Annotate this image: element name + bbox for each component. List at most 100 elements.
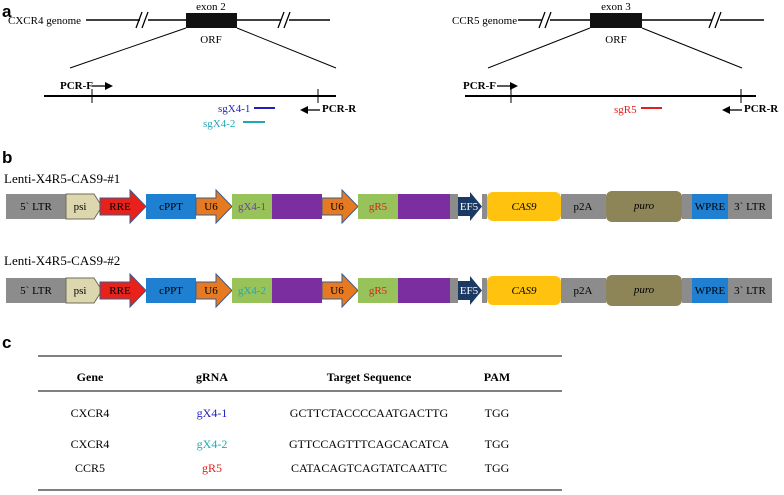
header-gene: Gene xyxy=(77,370,104,384)
cell-pam: TGG xyxy=(485,437,510,451)
ccr5-orf-label: ORF xyxy=(605,34,626,46)
construct-title: Lenti-X4R5-CAS9-#1 xyxy=(4,171,120,186)
zoom-line-left xyxy=(487,27,591,69)
u6-label-2: U6 xyxy=(330,285,344,297)
u6-arrow-2 xyxy=(321,272,359,309)
ltr-5-label: 5` LTR xyxy=(20,285,52,297)
cppt-box xyxy=(146,278,196,303)
puro-box xyxy=(606,191,682,222)
spacer-box xyxy=(482,278,487,303)
gr5-label: gR5 xyxy=(369,285,388,297)
genome-break-right xyxy=(708,11,722,29)
u6-arrow-2 xyxy=(321,188,359,225)
cell-gene: CXCR4 xyxy=(71,406,110,420)
puro-label: puro xyxy=(633,200,655,212)
pcr-r-arrow xyxy=(300,106,320,114)
wpre-box xyxy=(692,278,728,303)
table-row: CCR5 gR5 CATACAGTCAGTATCAATTC TGG xyxy=(75,461,510,475)
pcr-r-label: PCR-R xyxy=(322,103,357,115)
u6-arrow-1 xyxy=(195,272,233,309)
cell-target: GTTCCAGTTTCAGCACATCA xyxy=(289,437,449,451)
scaffold-box-2 xyxy=(398,278,450,303)
ltr-3-box xyxy=(728,278,772,303)
cxcr4-exon-label: exon 2 xyxy=(196,1,226,13)
ef5-label: EF5 xyxy=(460,285,479,297)
cell-gene: CCR5 xyxy=(75,461,105,475)
cell-pam: TGG xyxy=(485,406,510,420)
p2a-label: p2A xyxy=(574,285,593,297)
genome-break-right xyxy=(277,11,291,29)
ltr-3-box xyxy=(728,194,772,219)
pcr-f-arrow xyxy=(92,82,113,90)
sgx4-1-label: sgX4-1 xyxy=(218,103,250,115)
construct-2: Lenti-X4R5-CAS9-#2 5` LTR psi RRE cPPT U… xyxy=(4,253,772,309)
u6-label-2: U6 xyxy=(330,201,344,213)
rre-arrow xyxy=(99,272,147,309)
zoom-line-right xyxy=(641,27,743,69)
gr5-box xyxy=(358,278,398,303)
table-row: CXCR4 gX4-1 GCTTCTACCCCAATGACTTG TGG xyxy=(71,406,510,420)
wpre-box xyxy=(692,194,728,219)
gr5-label: gR5 xyxy=(369,201,388,213)
panel-label-b: b xyxy=(2,148,12,167)
p2a-box xyxy=(561,194,606,219)
scaffold-box-1 xyxy=(272,278,322,303)
genome-break-left xyxy=(538,11,552,29)
ef5-label: EF5 xyxy=(460,201,479,213)
wpre-label: WPRE xyxy=(695,285,726,297)
cell-pam: TGG xyxy=(485,461,510,475)
cppt-label: cPPT xyxy=(159,201,183,213)
p2a-box xyxy=(561,278,606,303)
sgr5-label: sgR5 xyxy=(614,104,637,116)
grna-box xyxy=(232,278,272,303)
grna-label: gX4-2 xyxy=(238,285,266,297)
cppt-label: cPPT xyxy=(159,285,183,297)
wpre-label: WPRE xyxy=(695,201,726,213)
ef5-arrow xyxy=(458,276,482,305)
cxcr4-orf-label: ORF xyxy=(200,34,221,46)
ef5-arrow xyxy=(458,192,482,221)
panel-label-a: a xyxy=(2,2,12,21)
spacer-box xyxy=(450,194,458,219)
pcr-r-arrow xyxy=(722,106,742,114)
u6-label-1: U6 xyxy=(204,201,218,213)
psi-label: psi xyxy=(74,285,87,297)
puro-label: puro xyxy=(633,284,655,296)
construct-1: Lenti-X4R5-CAS9-#1 5` LTR psi RRE cPPT U… xyxy=(4,171,772,225)
cell-grna: gX4-2 xyxy=(197,437,228,451)
cell-target: GCTTCTACCCCAATGACTTG xyxy=(290,406,449,420)
sgx4-2-label: sgX4-2 xyxy=(203,118,235,130)
ltr-3-label: 3` LTR xyxy=(734,201,766,213)
rre-label: RRE xyxy=(109,285,131,297)
header-grna: gRNA xyxy=(196,370,228,384)
ccr5-exon-box xyxy=(590,13,642,28)
psi-box xyxy=(65,277,103,304)
table-row: CXCR4 gX4-2 GTTCCAGTTTCAGCACATCA TGG xyxy=(71,437,510,451)
panel-label-c: c xyxy=(2,333,11,352)
spacer-box xyxy=(482,194,487,219)
u6-arrow-1 xyxy=(195,188,233,225)
header-pam: PAM xyxy=(484,370,510,384)
scaffold-box-2 xyxy=(398,194,450,219)
cppt-box xyxy=(146,194,196,219)
scaffold-box-1 xyxy=(272,194,322,219)
p2a-label: p2A xyxy=(574,201,593,213)
zoom-line-right xyxy=(236,27,337,69)
cell-target: CATACAGTCAGTATCAATTC xyxy=(291,461,447,475)
ccr5-exon-label: exon 3 xyxy=(601,1,631,13)
puro-box xyxy=(606,275,682,306)
rre-arrow xyxy=(99,188,147,225)
cell-grna: gR5 xyxy=(202,461,222,475)
cas9-label: CAS9 xyxy=(511,201,537,213)
pcr-r-label: PCR-R xyxy=(744,103,779,115)
construct-title: Lenti-X4R5-CAS9-#2 xyxy=(4,253,120,268)
psi-box xyxy=(65,193,103,220)
psi-label: psi xyxy=(74,201,87,213)
ccr5-genome-label: CCR5 genome xyxy=(452,15,517,27)
genome-break-left xyxy=(135,11,149,29)
cxcr4-genome-map: CXCR4 genome exon 2 ORF PCR-F PCR-R xyxy=(8,1,357,130)
cas9-box xyxy=(487,192,561,221)
grna-label: gX4-1 xyxy=(238,201,266,213)
spacer-box xyxy=(682,278,692,303)
